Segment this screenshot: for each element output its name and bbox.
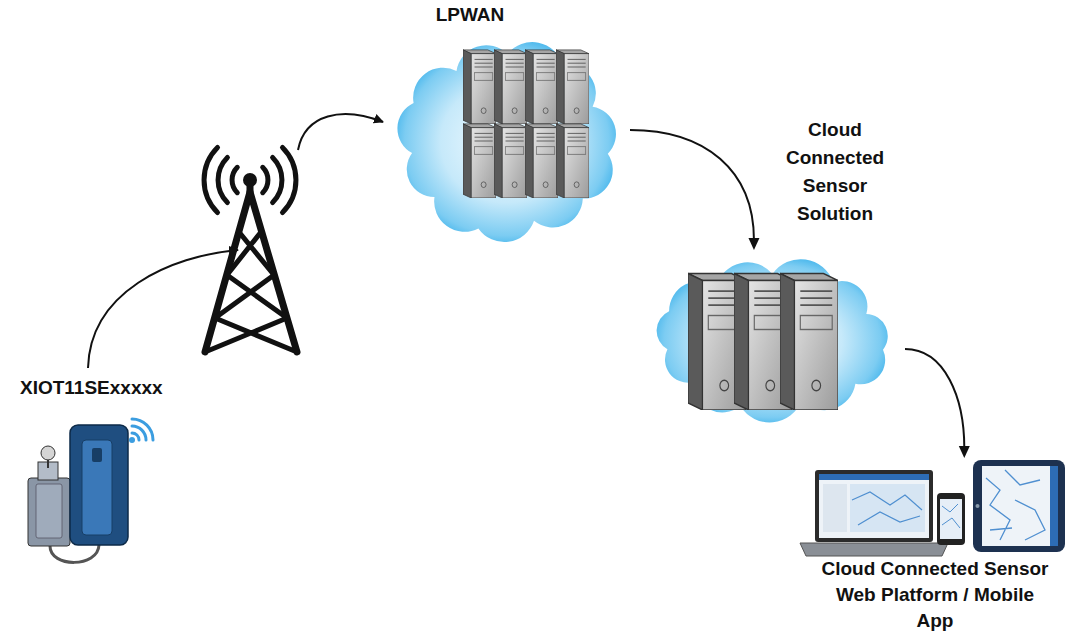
laptop (800, 543, 948, 556)
tablet (973, 460, 1065, 552)
server-icon (556, 50, 589, 124)
transmitter-led (92, 448, 102, 462)
wireless-icon (132, 419, 153, 440)
radio-tower (204, 148, 297, 353)
server-icon (525, 50, 558, 124)
device-label: XIOT11SExxxxx (20, 375, 220, 401)
transmitter-front (82, 440, 112, 535)
laptop (852, 492, 922, 525)
server-icon (525, 124, 558, 198)
mobile-phone (937, 493, 965, 545)
flow-arrow (905, 349, 964, 448)
limit-switch-cover (36, 484, 62, 538)
network-cloud: LPWAN (385, 30, 630, 252)
server-icon (780, 274, 838, 411)
cloud-shape (640, 250, 905, 430)
wireless-icon (132, 433, 139, 440)
tower-lattice (205, 192, 297, 352)
mobile-phone (940, 499, 962, 539)
cloud-outline (657, 259, 888, 422)
signal-waves (218, 157, 227, 202)
tablet (982, 466, 1058, 546)
signal-waves (232, 167, 237, 192)
wireless-sensor-device (28, 419, 153, 562)
uplink-arrow (298, 114, 383, 150)
cloud-outline (397, 42, 616, 242)
mobile-phone (942, 504, 960, 528)
tablet (1050, 466, 1058, 546)
mobile-phone (937, 493, 965, 545)
arrow-head (959, 446, 970, 458)
server-icon (463, 124, 496, 198)
laptop (819, 474, 929, 538)
server-icon (494, 124, 527, 198)
signal-waves (204, 148, 296, 213)
flow-arrow (630, 130, 754, 240)
arrow-head (748, 238, 759, 250)
uplink-arrow (88, 250, 238, 368)
tower-antenna (243, 173, 257, 187)
tablet (976, 504, 980, 508)
cloud-platform: Cloud Connected Sensor Solution (640, 250, 905, 430)
wireless-icon (132, 419, 153, 440)
server-icon (556, 124, 589, 198)
laptop (815, 470, 933, 542)
signal-waves (283, 148, 296, 213)
signal-waves (263, 167, 268, 192)
limit-switch-body (28, 478, 70, 546)
limit-switch-roller (41, 446, 55, 460)
signal-waves (273, 157, 282, 202)
cloud-label: LPWAN (400, 2, 540, 28)
laptop (823, 484, 847, 532)
server-icon (494, 50, 527, 124)
laptop (850, 484, 925, 532)
tablet (973, 460, 1065, 552)
server-icon (463, 50, 496, 124)
sensor-cable (50, 545, 99, 562)
wireless-icon (132, 426, 146, 440)
transmitter-housing (70, 425, 128, 545)
wireless-icon (129, 437, 135, 443)
client-devices: Cloud Connected Sensor Web Platform / Mo… (800, 458, 1065, 554)
cloud-label: Cloud Connected Sensor Solution (772, 116, 898, 228)
tablet (986, 470, 1045, 540)
tower-lattice (205, 232, 297, 352)
cloud-shape (385, 30, 630, 252)
sensor-device: XIOT11SExxxxx (20, 420, 145, 550)
laptop (800, 470, 948, 556)
devices-label: Cloud Connected Sensor Web Platform / Mo… (820, 556, 1050, 634)
signal-waves (204, 148, 217, 213)
laptop (819, 474, 929, 480)
